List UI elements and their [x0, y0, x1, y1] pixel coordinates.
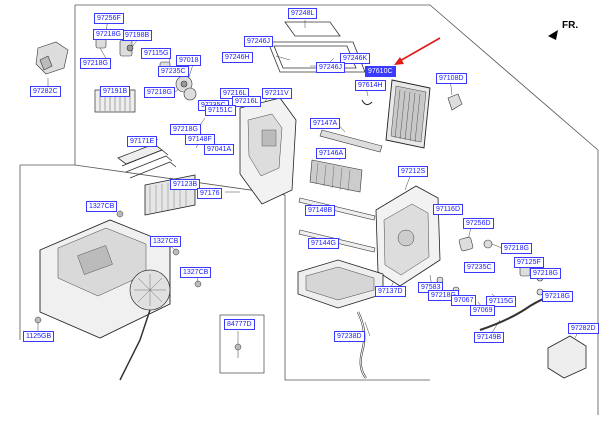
part-label-97176: 97176	[197, 188, 223, 199]
part-label-97218g: 97218G	[144, 87, 175, 98]
part-label-97211v: 97211V	[262, 88, 292, 99]
part-label-97116d: 97116D	[433, 204, 464, 215]
part-label-97148b: 97148B	[305, 205, 336, 216]
part-label-97108d: 97108D	[436, 73, 467, 84]
bracket-97108d	[447, 93, 463, 111]
drain-hose-inner	[357, 311, 367, 379]
part-label-97218g: 97218G	[542, 291, 573, 302]
part-label-97115g: 97115G	[486, 296, 517, 307]
part-label-97246j: 97246J	[244, 36, 273, 47]
part-label-97147a: 97147A	[310, 118, 341, 129]
duct-97282d	[547, 335, 587, 379]
part-label-97018: 97018	[176, 55, 202, 66]
highlight-arrow-icon	[394, 37, 441, 65]
part-label-97256d: 97256D	[463, 218, 494, 229]
part-label-97115g: 97115G	[141, 48, 172, 59]
lower-case	[297, 259, 384, 309]
part-label-97146a: 97146A	[316, 148, 347, 159]
part-label-97282d: 97282D	[568, 323, 599, 334]
part-label-97125f: 97125F	[514, 257, 544, 268]
part-label-97212s: 97212S	[398, 166, 429, 177]
heater-housing-right	[375, 185, 441, 287]
screw-84777d-icon	[234, 343, 242, 358]
part-label-97246h: 97246H	[222, 52, 253, 63]
evaporator-tubes	[117, 143, 177, 179]
cabin-air-filter	[385, 79, 431, 149]
part-label-97256f: 97256F	[94, 13, 124, 24]
part-label-1327cb: 1327CB	[150, 236, 182, 247]
part-label-97171e: 97171E	[127, 136, 158, 147]
part-label-97198b: 97198B	[122, 30, 153, 41]
part-label-1327cb: 1327CB	[86, 201, 118, 212]
part-label-97218g: 97218G	[501, 243, 532, 254]
orientation-label: FR.	[562, 20, 579, 31]
part-label-97218g: 97218G	[93, 29, 124, 40]
orientation-arrow-icon	[548, 30, 558, 40]
part-label-97151c: 97151C	[205, 105, 236, 116]
part-label-97144g: 97144G	[308, 238, 339, 249]
part-label-97235c: 97235C	[464, 262, 495, 273]
part-label-97610c: 97610C	[365, 66, 396, 77]
part-label-97041a: 97041A	[204, 144, 235, 155]
part-label-97137d: 97137D	[375, 286, 406, 297]
part-label-97149b: 97149B	[474, 332, 505, 343]
part-label-84777d: 84777D	[224, 319, 255, 330]
part-label-97218g: 97218G	[80, 58, 111, 69]
part-label-97216l: 97216L	[232, 96, 262, 107]
part-label-97191b: 97191B	[100, 86, 131, 97]
part-label-97246j: 97246J	[316, 62, 345, 73]
part-label-97069: 97069	[470, 305, 496, 316]
hose-clip	[361, 99, 373, 106]
part-label-97235c: 97235C	[158, 66, 189, 77]
part-label-97282c: 97282C	[30, 86, 61, 97]
part-label-1125gb: 1125GB	[23, 331, 55, 342]
part-label-1327cb: 1327CB	[180, 267, 212, 278]
part-label-97148f: 97148F	[185, 134, 215, 145]
screws	[34, 210, 202, 324]
part-label-97248l: 97248L	[288, 8, 318, 19]
heater-housing-upper	[239, 97, 297, 205]
part-label-97238d: 97238D	[334, 331, 365, 342]
part-label-97218g: 97218G	[530, 268, 561, 279]
part-label-97246k: 97246K	[340, 53, 371, 64]
part-label-97614h: 97614H	[355, 80, 386, 91]
inset-box-84777d	[219, 314, 265, 374]
blower-unit	[39, 219, 171, 381]
part-label-97067: 97067	[451, 295, 477, 306]
part-label-97123b: 97123B	[170, 179, 201, 190]
